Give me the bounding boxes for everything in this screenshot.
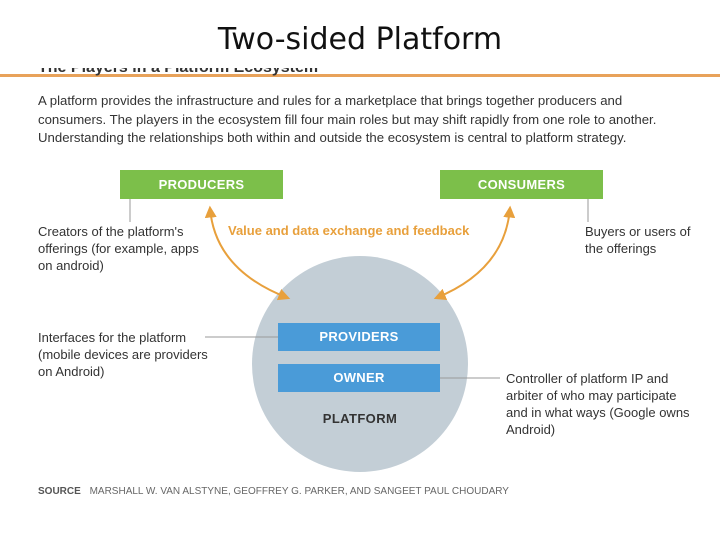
- platform-label: PLATFORM: [322, 411, 398, 426]
- title-divider: [0, 74, 720, 77]
- figure-intro: A platform provides the infrastructure a…: [38, 93, 657, 145]
- producers-box: PRODUCERS: [120, 170, 283, 199]
- consumers-box: CONSUMERS: [440, 170, 603, 199]
- figure-heading-text: The Players in a Platform Ecosystem: [38, 68, 318, 77]
- owner-box: OWNER: [278, 364, 440, 392]
- right-exchange-arrow: [433, 205, 516, 300]
- owner-description: Controller of platform IP and arbiter of…: [506, 371, 690, 437]
- producers-description: Creators of the platform's offerings (fo…: [38, 224, 199, 273]
- left-exchange-arrow: [204, 205, 291, 301]
- figure-heading-clipped: The Players in a Platform Ecosystem: [38, 68, 418, 80]
- source-label: SOURCE: [38, 486, 81, 497]
- source-line: SOURCE MARSHALL W. VAN ALSTYNE, GEOFFREY…: [38, 486, 509, 497]
- consumers-description: Buyers or users of the offerings: [585, 224, 691, 256]
- source-text: MARSHALL W. VAN ALSTYNE, GEOFFREY G. PAR…: [89, 486, 509, 497]
- exchange-label: Value and data exchange and feedback: [228, 223, 470, 238]
- providers-description: Interfaces for the platform (mobile devi…: [38, 330, 208, 379]
- slide-title: Two-sided Platform: [217, 22, 503, 57]
- providers-box: PROVIDERS: [278, 323, 440, 351]
